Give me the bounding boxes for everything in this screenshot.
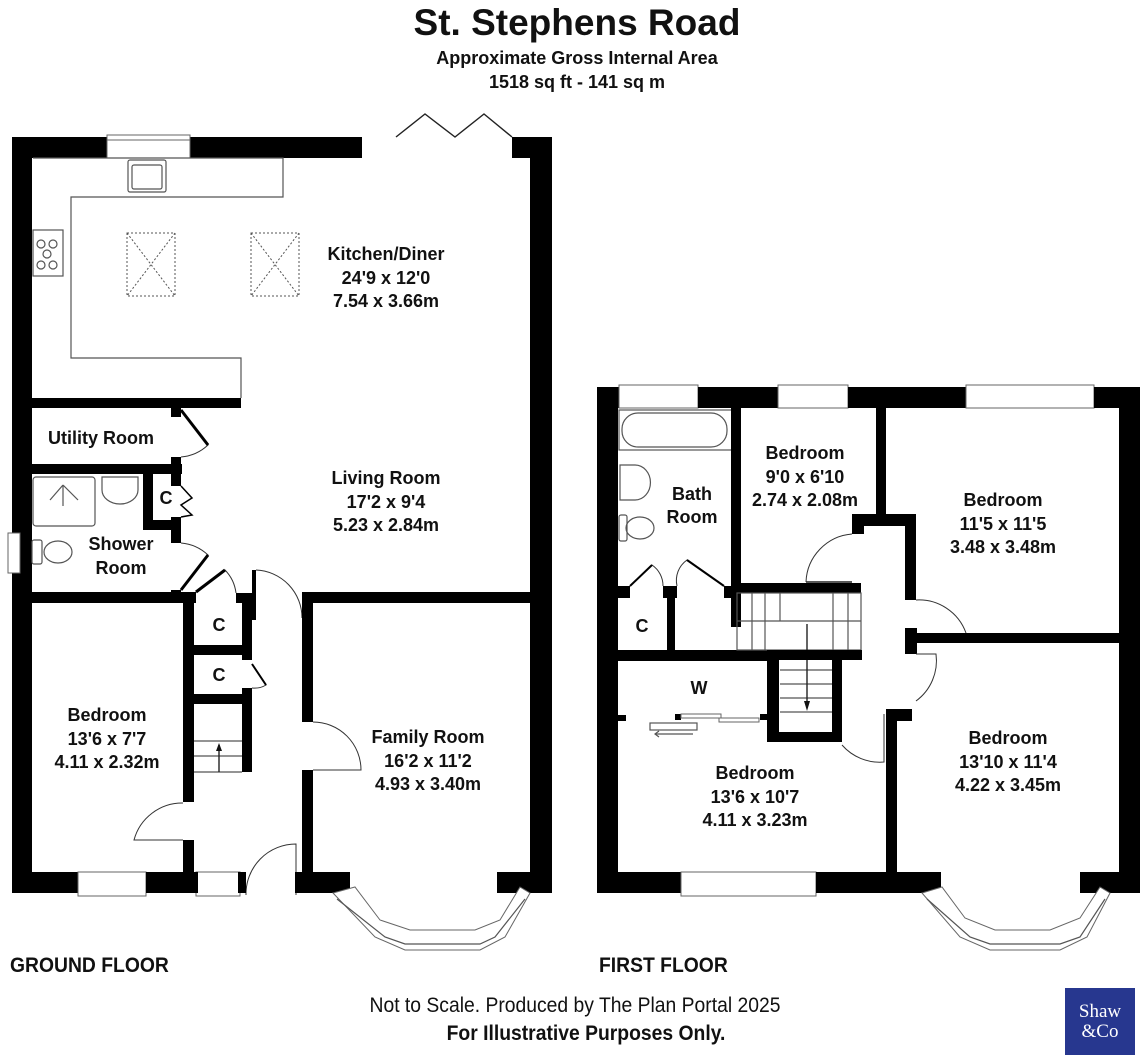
plan-subtitle: Approximate Gross Internal Area — [436, 48, 718, 68]
svg-text:Bedroom: Bedroom — [67, 705, 146, 725]
room-label-bath-room: Bath Room — [667, 484, 718, 527]
svg-text:5.23 x 2.84m: 5.23 x 2.84m — [333, 515, 439, 535]
svg-text:Bedroom: Bedroom — [963, 490, 1042, 510]
door-icon — [133, 802, 184, 841]
svg-text:7.54 x 3.66m: 7.54 x 3.66m — [333, 291, 439, 311]
logo-line-2: &Co — [1081, 1020, 1119, 1042]
staircase-icon — [194, 740, 242, 773]
room-label-ground-bedroom: Bedroom 13'6 x 7'7 4.11 x 2.32m — [54, 705, 159, 772]
svg-text:4.22 x 3.45m: 4.22 x 3.45m — [955, 775, 1061, 795]
room-label-family-room: Family Room 16'2 x 11'2 4.93 x 3.40m — [371, 727, 484, 794]
door-icon — [180, 542, 209, 591]
room-label-cupboard: C — [636, 616, 649, 636]
svg-text:4.11 x 3.23m: 4.11 x 3.23m — [702, 810, 807, 830]
door-icon — [915, 653, 937, 702]
basin-icon — [101, 476, 139, 505]
skylight-icon — [250, 232, 300, 297]
svg-text:4.93 x 3.40m: 4.93 x 3.40m — [375, 774, 481, 794]
svg-text:Bedroom: Bedroom — [715, 763, 794, 783]
shaw-and-co-logo: Shaw &Co — [1065, 988, 1135, 1055]
door-icon — [312, 721, 362, 771]
room-label-shower-room: Shower Room — [88, 534, 153, 578]
room-label-small-bedroom: Bedroom 9'0 x 6'10 2.74 x 2.08m — [752, 443, 858, 510]
svg-text:Kitchen/Diner: Kitchen/Diner — [327, 244, 444, 264]
room-label-wardrobe: W — [691, 678, 708, 698]
window — [965, 384, 1095, 409]
svg-text:9'0 x 6'10: 9'0 x 6'10 — [766, 467, 845, 487]
door-icon — [255, 569, 303, 619]
bifold-door-icon — [395, 113, 513, 138]
svg-text:13'6 x 10'7: 13'6 x 10'7 — [711, 787, 800, 807]
disclaimer-scale: Not to Scale. Produced by The Plan Porta… — [369, 994, 781, 1017]
room-label-living-room: Living Room 17'2 x 9'4 5.23 x 2.84m — [332, 468, 441, 535]
window — [680, 871, 817, 897]
svg-text:4.11 x 2.32m: 4.11 x 2.32m — [54, 752, 159, 772]
room-label-rear-bedroom: Bedroom 11'5 x 11'5 3.48 x 3.48m — [950, 490, 1056, 557]
svg-text:11'5 x 11'5: 11'5 x 11'5 — [960, 514, 1047, 534]
svg-text:17'2 x 9'4: 17'2 x 9'4 — [347, 492, 426, 512]
logo-line-1: Shaw — [1078, 1000, 1122, 1022]
room-label-front-right-bedroom: Bedroom 13'10 x 11'4 4.22 x 3.45m — [955, 728, 1061, 795]
svg-text:Family Room: Family Room — [371, 727, 484, 747]
skylight-icon — [126, 232, 176, 297]
door-icon — [629, 564, 664, 587]
window — [195, 871, 241, 897]
plan-title: St. Stephens Road — [413, 2, 741, 43]
disclaimer-illustrative: For Illustrative Purposes Only. — [446, 1022, 726, 1045]
svg-text:3.48 x 3.48m: 3.48 x 3.48m — [950, 537, 1056, 557]
svg-text:13'6 x 7'7: 13'6 x 7'7 — [68, 729, 147, 749]
svg-text:16'2 x 11'2: 16'2 x 11'2 — [384, 751, 472, 771]
hob-icon — [32, 229, 64, 277]
ground-floor-label: GROUND FLOOR — [10, 954, 169, 977]
door-icon — [180, 409, 209, 458]
door-icon — [245, 843, 297, 896]
door-icon — [195, 569, 237, 594]
bay-window — [332, 886, 531, 951]
gross-area: 1518 sq ft - 141 sq m — [488, 72, 666, 92]
room-labels: Kitchen/Diner 24'9 x 12'0 7.54 x 3.66m U… — [48, 244, 1061, 830]
door-icon — [675, 559, 725, 587]
bay-window — [921, 886, 1111, 951]
toilet-icon — [618, 514, 655, 542]
room-label-cupboard: C — [213, 615, 226, 635]
basin-icon — [619, 464, 652, 501]
svg-text:Shower: Shower — [88, 534, 153, 554]
shower-tray-icon — [32, 476, 96, 527]
first-floor-plan — [597, 384, 1140, 951]
toilet-icon — [31, 539, 73, 565]
svg-text:Bath: Bath — [672, 484, 712, 504]
door-icon — [805, 533, 853, 583]
window — [106, 134, 191, 159]
svg-text:Room: Room — [667, 507, 718, 527]
window — [77, 871, 147, 897]
svg-text:Room: Room — [96, 558, 147, 578]
window — [7, 532, 21, 574]
kitchen-sink-icon — [127, 159, 167, 193]
svg-text:2.74 x 2.08m: 2.74 x 2.08m — [752, 490, 858, 510]
door-icon — [841, 714, 885, 763]
window — [777, 384, 849, 409]
room-label-kitchen-diner: Kitchen/Diner 24'9 x 12'0 7.54 x 3.66m — [327, 244, 444, 311]
room-label-front-left-bedroom: Bedroom 13'6 x 10'7 4.11 x 3.23m — [702, 763, 807, 830]
room-label-utility: Utility Room — [48, 428, 154, 448]
window — [618, 384, 699, 409]
room-label-cupboard: C — [213, 665, 226, 685]
room-label-cupboard: C — [160, 488, 173, 508]
svg-text:13'10 x 11'4: 13'10 x 11'4 — [959, 752, 1057, 772]
svg-text:Bedroom: Bedroom — [968, 728, 1047, 748]
door-icon — [915, 599, 967, 634]
svg-text:Living Room: Living Room — [332, 468, 441, 488]
bath-icon — [618, 409, 733, 451]
first-floor-label: FIRST FLOOR — [599, 954, 728, 977]
svg-text:Bedroom: Bedroom — [765, 443, 844, 463]
svg-text:24'9 x 12'0: 24'9 x 12'0 — [342, 268, 431, 288]
ground-floor-plan — [7, 113, 552, 951]
